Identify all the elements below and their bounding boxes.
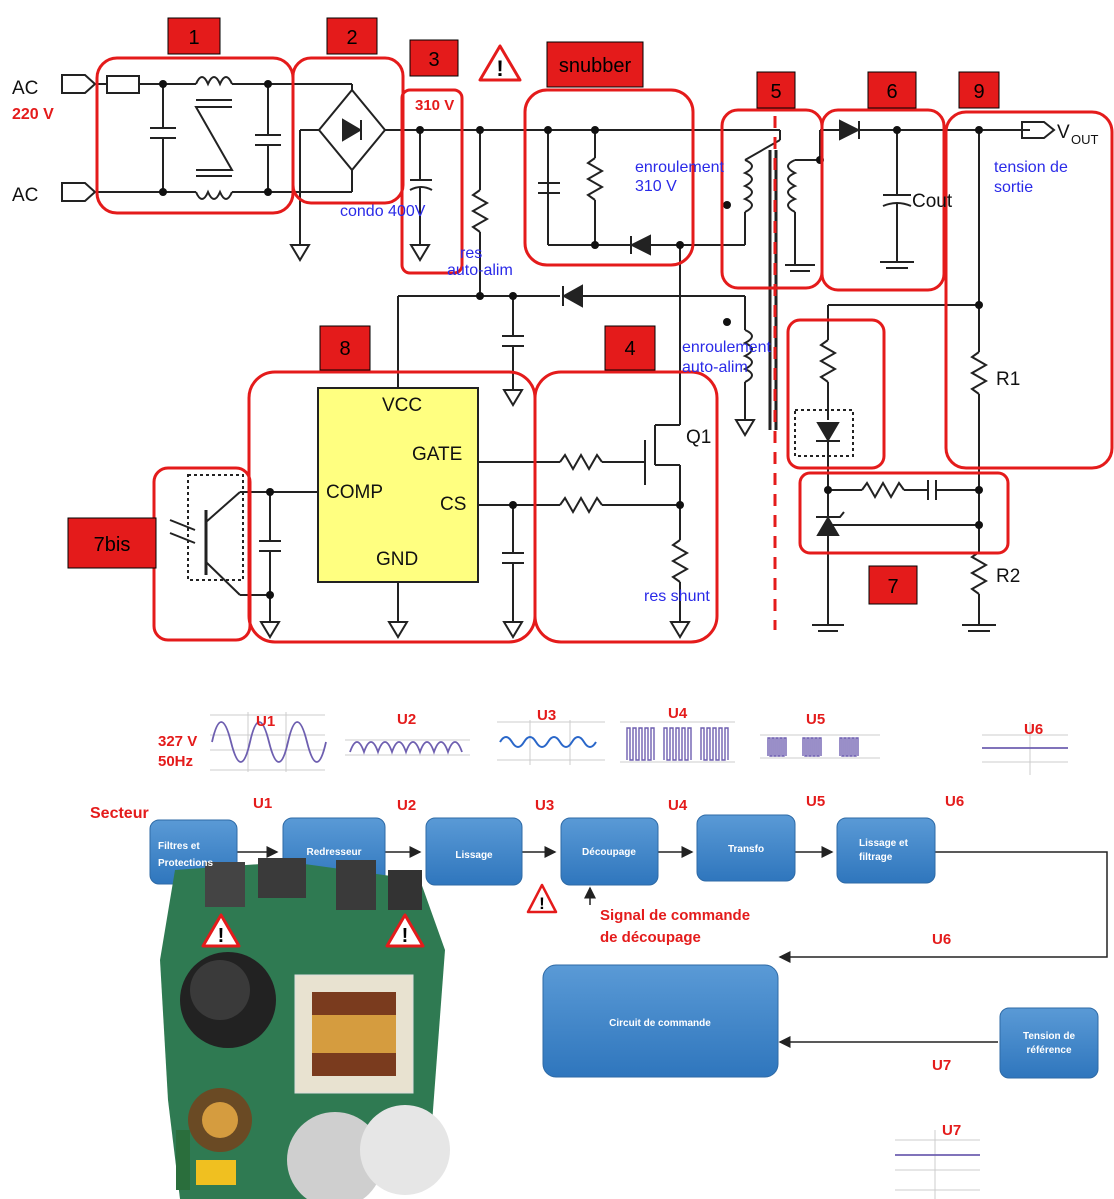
- vout-subscript: OUT: [1071, 132, 1099, 147]
- output-voltage-label-2: sortie: [994, 179, 1033, 196]
- primary-winding-label-1: enroulement: [635, 159, 725, 176]
- wave-u2-label: U2: [397, 711, 416, 728]
- block-reference-line1: Tension de: [1023, 1031, 1075, 1042]
- command-signal-label-2: de découpage: [600, 929, 701, 946]
- ic-vcc-pin: VCC: [382, 395, 422, 416]
- waveforms: [210, 712, 1068, 1199]
- block-filters-line2: Protections: [158, 858, 213, 869]
- tag-3: 3: [428, 49, 439, 71]
- tag-4: 4: [624, 338, 635, 360]
- warning-icon: !: [526, 883, 558, 914]
- block-control-circuit: Circuit de commande: [609, 1018, 711, 1029]
- wave-u6-label: U6: [1024, 721, 1043, 738]
- shunt-res-label: res shunt: [644, 588, 710, 605]
- tag-5: 5: [770, 81, 781, 103]
- secteur-label: Secteur: [90, 805, 149, 822]
- block-chopping: Découpage: [582, 847, 636, 858]
- block-smoothing: Lissage: [455, 850, 493, 861]
- tag-2: 2: [346, 27, 357, 49]
- wave-u7-label: U7: [942, 1122, 961, 1139]
- mains-peak-label: 327 V: [158, 733, 197, 750]
- output-cap-label: Cout: [912, 191, 953, 212]
- ic-gate-pin: GATE: [412, 444, 462, 465]
- ac-bottom-label: AC: [12, 185, 38, 206]
- block-rectifier: Redresseur: [306, 847, 361, 858]
- signal-u2: U2: [397, 797, 416, 814]
- blocks: [149, 814, 1099, 1079]
- tag-6: 6: [886, 81, 897, 103]
- block-filters-line1: Filtres et: [158, 841, 200, 852]
- tag-boxes: [67, 17, 1000, 605]
- ac-voltage-label: 220 V: [12, 106, 54, 123]
- warning-icon: !: [478, 44, 522, 82]
- block-output-filter-line1: Lissage et: [859, 838, 909, 849]
- tag-1: 1: [188, 27, 199, 49]
- signal-u4: U4: [668, 797, 688, 814]
- wave-u1-label: U1: [256, 713, 275, 730]
- tag-snubber: snubber: [559, 55, 632, 77]
- block-transformer: Transfo: [728, 844, 764, 855]
- mains-freq-label: 50Hz: [158, 753, 193, 770]
- r1-label: R1: [996, 369, 1020, 390]
- command-signal-label-1: Signal de commande: [600, 907, 750, 924]
- ic-gnd-pin: GND: [376, 549, 418, 570]
- warning-icon: !: [385, 913, 425, 948]
- signal-u3: U3: [535, 797, 554, 814]
- output-voltage-label-1: tension de: [994, 159, 1068, 176]
- wave-u5-label: U5: [806, 711, 825, 728]
- ic-comp-pin: COMP: [326, 482, 383, 503]
- startup-res-label-1: res: [460, 245, 482, 262]
- warning-icons: ! !: [478, 44, 558, 914]
- tag-8: 8: [339, 338, 350, 360]
- feedback-u7: U7: [932, 1057, 951, 1074]
- tag-7: 7: [887, 576, 898, 598]
- svg-text:!: !: [218, 925, 225, 947]
- junction-dots: [159, 80, 983, 599]
- block-output-filter-line2: filtrage: [859, 852, 893, 863]
- primary-winding-label-2: 310 V: [635, 178, 677, 195]
- tag-9: 9: [973, 81, 984, 103]
- mosfet-label: Q1: [686, 427, 711, 448]
- block-diagram-connectors: [237, 846, 1108, 1048]
- rail-voltage-label: 310 V: [415, 97, 454, 114]
- signal-u5: U5: [806, 793, 825, 810]
- ic-cs-pin: CS: [440, 494, 466, 515]
- svg-text:!: !: [402, 925, 409, 947]
- signal-u6: U6: [945, 793, 964, 810]
- warning-icon: !: [201, 913, 241, 948]
- wave-u3-label: U3: [537, 707, 556, 724]
- controller-ic: [317, 387, 479, 583]
- r2-label: R2: [996, 566, 1020, 587]
- svg-text:!: !: [496, 56, 503, 81]
- tag-7bis: 7bis: [94, 534, 131, 556]
- region-boxes: [95, 56, 1114, 644]
- bulk-cap-label: condo 400V: [340, 203, 426, 220]
- wave-u4-label: U4: [668, 705, 688, 722]
- aux-winding-label-1: enroulement: [682, 339, 772, 356]
- signal-u1: U1: [253, 795, 272, 812]
- feedback-u6: U6: [932, 931, 951, 948]
- pcb-photo: ! !: [160, 858, 450, 1199]
- diodes: [342, 118, 861, 536]
- block-reference-line2: référence: [1026, 1045, 1071, 1056]
- aux-winding-label-2: auto-alim: [682, 359, 748, 376]
- ac-top-label: AC: [12, 78, 38, 99]
- svg-text:!: !: [539, 894, 545, 913]
- vout-label: V: [1057, 122, 1070, 143]
- startup-res-label-2: auto-alim: [447, 262, 513, 279]
